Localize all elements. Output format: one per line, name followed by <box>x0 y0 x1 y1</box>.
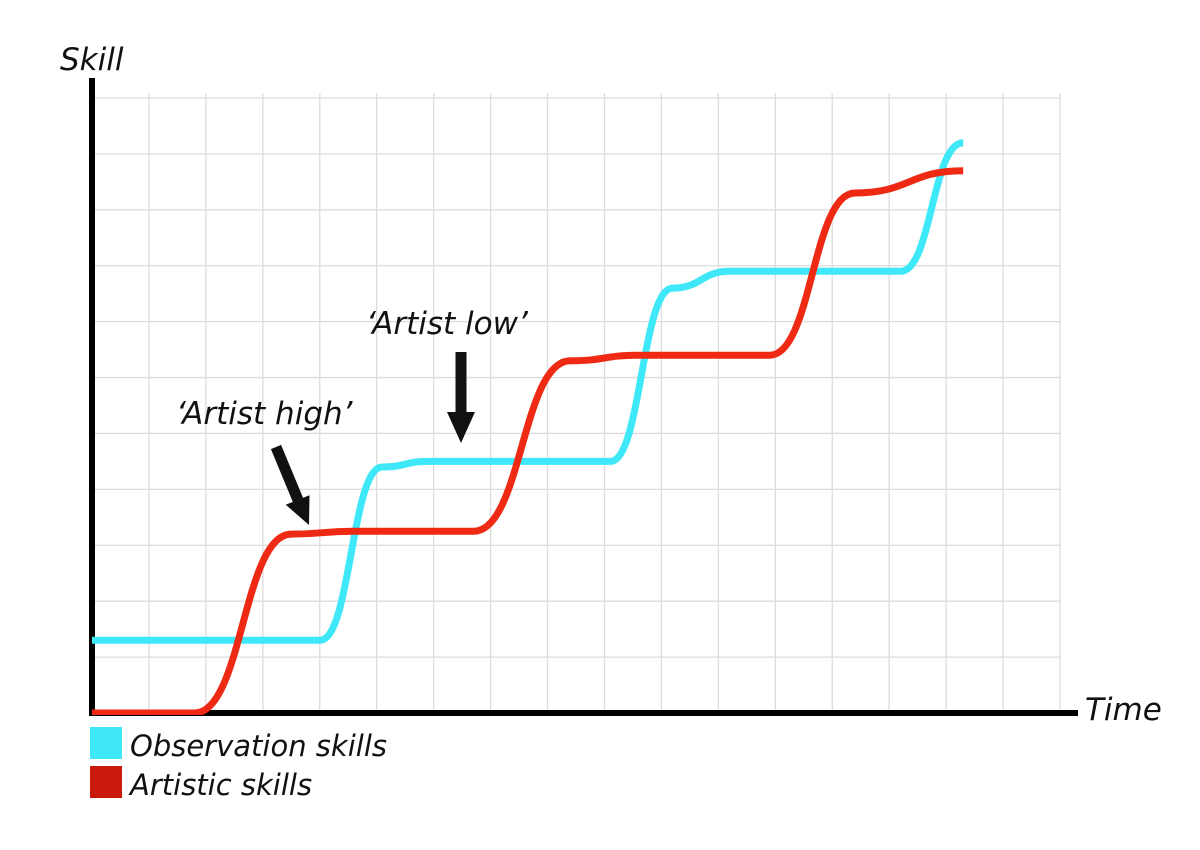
y-axis-label: Skill <box>60 42 124 78</box>
arrow-artist-low-icon <box>447 352 475 443</box>
series-lines <box>92 139 965 715</box>
x-axis-label: Time <box>1085 692 1162 728</box>
legend-label-observation: Observation skills <box>130 729 387 763</box>
arrow-artist-high-icon <box>270 444 310 525</box>
legend: Observation skills Artistic skills <box>90 727 387 802</box>
annotation-artist-high: ‘Artist high’ <box>176 396 354 432</box>
series-line-artistic-skills <box>92 167 964 715</box>
grid-lines <box>92 93 1061 713</box>
series-line-observation-skills <box>92 139 965 644</box>
annotation-artist-low: ‘Artist low’ <box>366 306 529 342</box>
legend-label-artistic: Artistic skills <box>128 768 312 802</box>
legend-swatch-observation <box>90 727 122 759</box>
legend-swatch-artistic <box>90 766 122 798</box>
